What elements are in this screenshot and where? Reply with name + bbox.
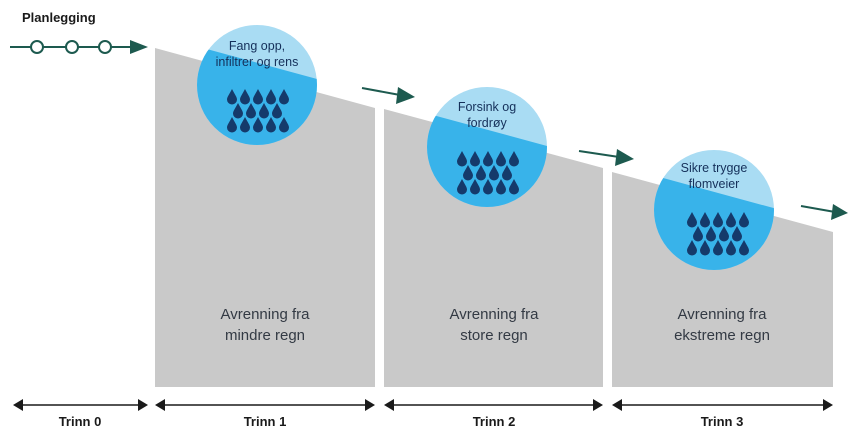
circle-label-line: Sikre trygge: [680, 161, 748, 175]
step-label-1: Trinn 1: [243, 414, 287, 429]
arrow-right-icon: [130, 40, 148, 54]
step-label-3: Trinn 3: [700, 414, 744, 429]
circle-label-line: flomveier: [688, 177, 740, 191]
planning-node-3: [98, 40, 112, 54]
planning-node-1: [30, 40, 44, 54]
circle-label-line: Fang opp,: [228, 39, 286, 53]
area-label-line: mindre regn: [224, 327, 306, 344]
circle-label-line: fordrøy: [467, 116, 507, 130]
step-label-2: Trinn 2: [472, 414, 516, 429]
area-label-line: Avrenning fra: [677, 306, 767, 323]
circle-label-stage-1: Fang opp, infiltrer og rens: [197, 38, 317, 70]
circle-stage-1: [197, 25, 317, 145]
step-arrow-2: [384, 399, 603, 411]
planning-line: [10, 40, 148, 54]
flow-arrow-1: [361, 87, 415, 104]
flow-arrow-2: [578, 149, 634, 166]
flow-arrow-3: [800, 204, 848, 220]
area-label-line: Avrenning fra: [220, 306, 310, 323]
step-label-0: Trinn 0: [58, 414, 102, 429]
area-stage-1: [155, 48, 375, 387]
step-arrow-1: [155, 399, 375, 411]
area-label-stage-1: Avrenning fra mindre regn: [165, 304, 365, 346]
circle-label-line: infiltrer og rens: [215, 55, 299, 69]
arrow-right-icon: [396, 87, 415, 104]
circle-label-stage-2: Forsink og fordrøy: [427, 99, 547, 131]
area-label-line: store regn: [460, 327, 528, 344]
circle-label-line: Forsink og: [457, 100, 517, 114]
arrow-right-icon: [615, 149, 634, 166]
step-arrow-0: [13, 399, 148, 411]
area-label-stage-2: Avrenning fra store regn: [394, 304, 594, 346]
area-label-line: ekstreme regn: [674, 327, 770, 344]
step-arrow-3: [612, 399, 833, 411]
planning-label: Planlegging: [22, 10, 96, 25]
arrow-right-icon: [831, 204, 848, 220]
area-label-line: Avrenning fra: [449, 306, 539, 323]
area-label-stage-3: Avrenning fra ekstreme regn: [622, 304, 822, 346]
planning-node-2: [65, 40, 79, 54]
circle-label-stage-3: Sikre trygge flomveier: [654, 160, 774, 192]
